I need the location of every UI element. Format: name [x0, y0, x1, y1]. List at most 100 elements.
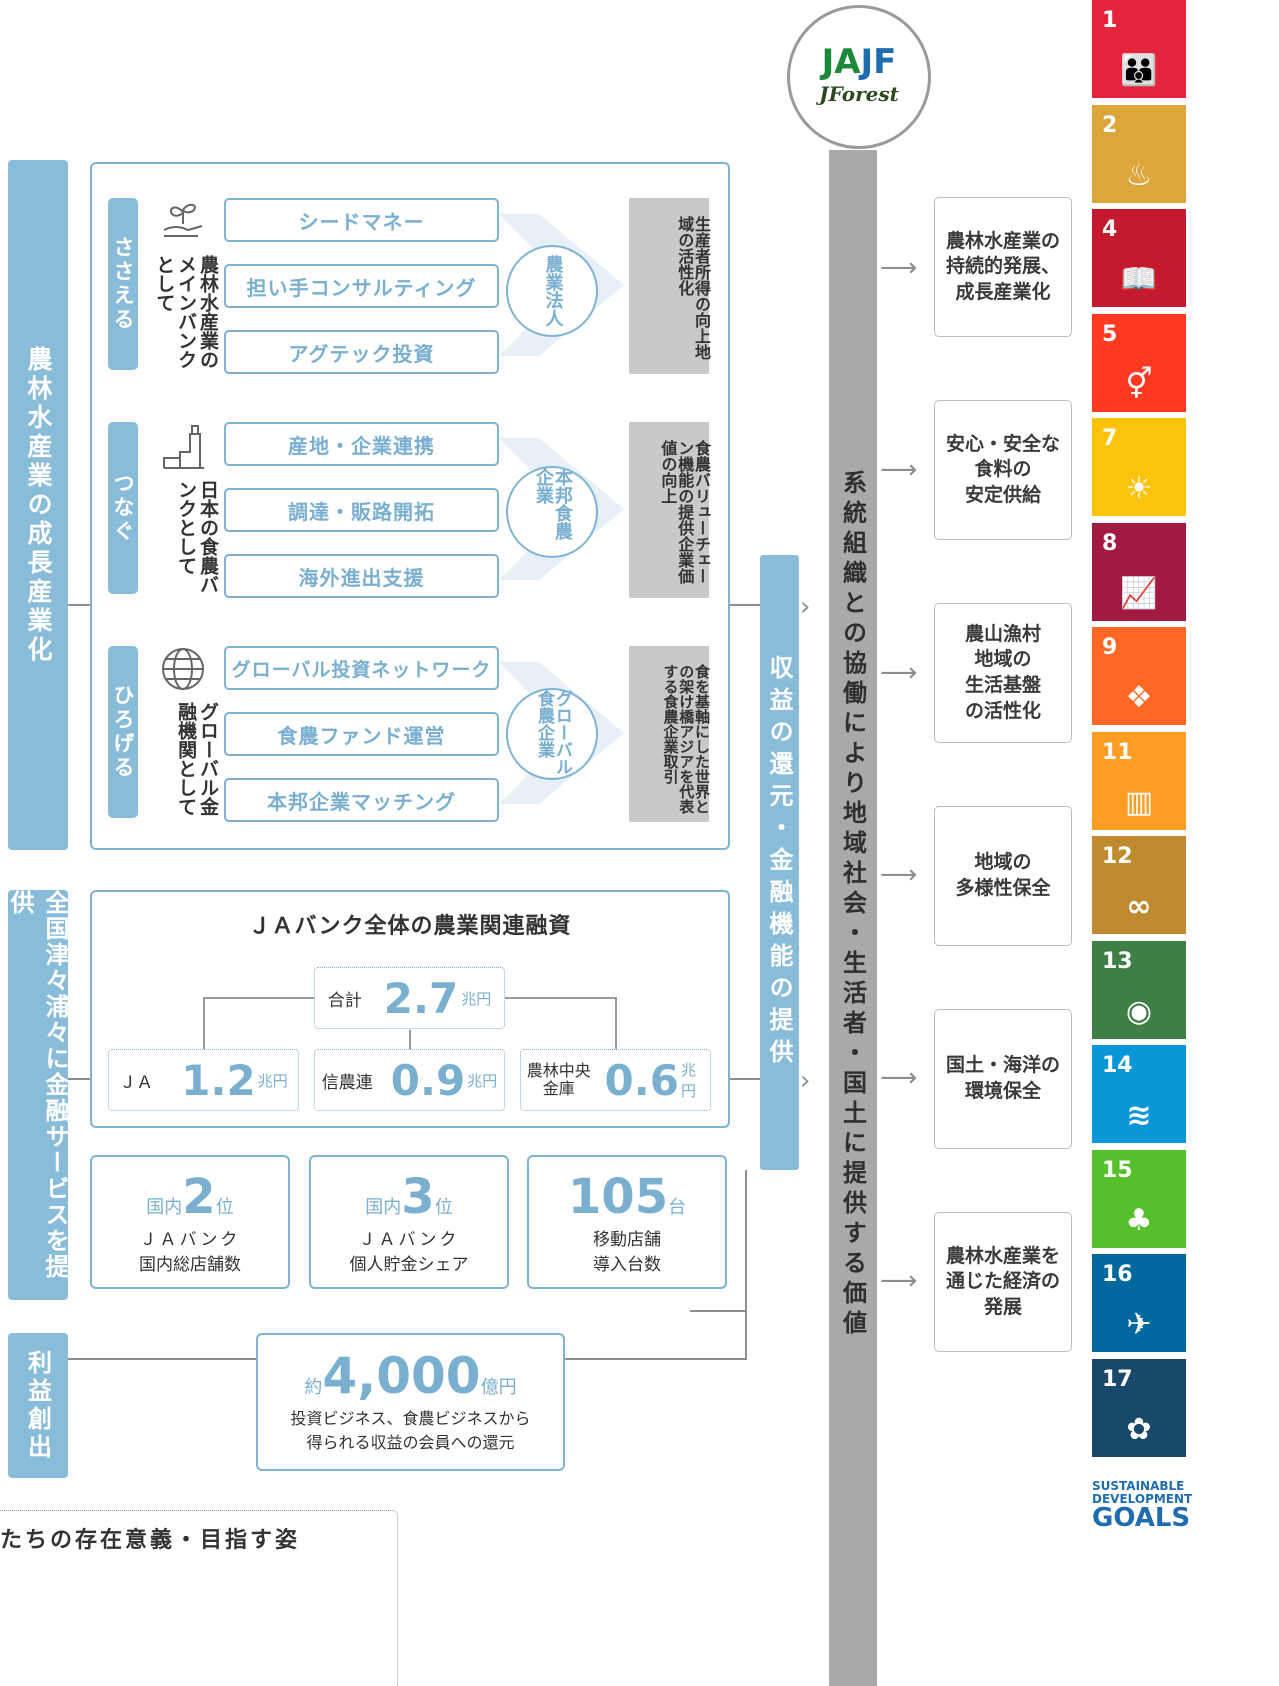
- arrow-right-icon: ›: [800, 592, 811, 622]
- globe-icon: [160, 646, 206, 692]
- sdg-goal-9: 9❖: [1092, 627, 1186, 725]
- norinchukin-box: 農林中央金庫 0.6 兆円: [520, 1049, 711, 1111]
- outcome-box: 地域の 多様性保全: [934, 806, 1072, 946]
- ja-bank-title: ＪＡバンク全体の農業関連融資: [248, 914, 572, 939]
- stat-box: 国内2位 ＪＡバンク 国内総店舗数: [90, 1155, 290, 1289]
- tree-line: [409, 1030, 411, 1049]
- total-box: 合計 2.7 兆円: [314, 967, 505, 1029]
- dove-icon: ✈: [1126, 1307, 1152, 1342]
- pill-matching: 本邦企業マッチング: [224, 778, 499, 822]
- sdg-goal-12: 12 ∞: [1092, 836, 1186, 934]
- total-unit: 兆円: [461, 989, 492, 1008]
- profit-desc: 投資ビジネス、食農ビジネスから: [290, 1409, 531, 1428]
- mission-caption-box: [0, 1510, 398, 1686]
- gender-icon: ⚥: [1125, 366, 1153, 402]
- role-label: グローバル金融機関として: [175, 702, 219, 816]
- cubes-icon: ❖: [1125, 680, 1153, 715]
- return-band: 収益の還元・金融機能の提供: [760, 555, 799, 1170]
- stat-desc: 国内総店舗数: [139, 1255, 241, 1275]
- flower-icon: ✿: [1126, 1411, 1152, 1447]
- profit-unit: 億円: [480, 1377, 517, 1398]
- sdg-logo: SUSTAINABLE DEVELOPMENT GOALS: [1092, 1480, 1193, 1570]
- infinity-icon: ∞: [1126, 889, 1152, 924]
- tree-line: [505, 997, 616, 999]
- arrow-right-icon: ⟶: [880, 1266, 918, 1296]
- profit-box: 約4,000億円 投資ビジネス、食農ビジネスから 得られる収益の会員への還元: [256, 1333, 565, 1471]
- value-band: 系統組織との協働により地域社会・生活者・国土に提供する価値: [829, 150, 877, 1686]
- shinnoren-label: 信農連: [321, 1072, 373, 1093]
- stat-value: 2: [182, 1169, 216, 1225]
- connector: [68, 1358, 256, 1360]
- sdg-goal-2: 2♨: [1092, 104, 1186, 203]
- ja-label: ＪＡ: [119, 1072, 154, 1093]
- stat-desc: 個人貯金シェア: [349, 1255, 469, 1275]
- connector: [690, 1310, 745, 1312]
- pill-agtech: アグテック投資: [224, 330, 499, 374]
- people-icon: 👪: [1120, 53, 1158, 88]
- sdg-number: 7: [1102, 426, 1118, 451]
- target-circle: 農業法人: [506, 245, 598, 337]
- connector: [745, 1170, 747, 1360]
- outcome-box: 農山漁村 地域の 生活基盤 の活性化: [934, 603, 1072, 743]
- arrow-right-icon: ⟶: [880, 860, 918, 890]
- tab-tsunagu: つなぐ: [108, 422, 138, 594]
- norinchukin-value: 0.6: [604, 1055, 679, 1105]
- sdg-logo-line: DEVELOPMENT: [1092, 1491, 1193, 1506]
- outcome-box: 安心・安全な 食料の 安定供給: [934, 400, 1072, 540]
- stat-desc: 導入台数: [593, 1255, 661, 1275]
- connector: [68, 1078, 90, 1080]
- role-label: 農林水産業のメインバンクとして: [153, 255, 219, 369]
- sdg-goal-14: 14≋: [1092, 1045, 1186, 1143]
- norinchukin-label: 農林中央金庫: [526, 1060, 591, 1098]
- sdg-goal-13: 13 ◉: [1092, 940, 1186, 1039]
- arrow-right-icon: ⟶: [880, 658, 918, 688]
- connector: [565, 1358, 745, 1360]
- pill-consulting: 担い手コンサルティング: [224, 264, 499, 308]
- tree-line: [203, 997, 205, 1049]
- sdg-goal-8: 8📈: [1092, 522, 1186, 621]
- outcome-box: 国土・海洋の 環境保全: [934, 1009, 1072, 1149]
- result-box: 生産者所得の向上地域の活性化: [629, 198, 711, 374]
- pill-seed-money: シードマネー: [224, 198, 499, 242]
- stat-value: 3: [401, 1169, 435, 1225]
- jforest-logo: JForest: [819, 82, 899, 106]
- sdg-number: 16: [1102, 1262, 1133, 1287]
- stat-desc: 移動店舗: [593, 1230, 661, 1250]
- sdg-number: 9: [1102, 635, 1118, 660]
- ja-value: 1.2: [181, 1055, 256, 1105]
- stat-desc: ＪＡバンク: [139, 1230, 241, 1250]
- sdg-number: 13: [1102, 948, 1133, 974]
- factory-icon: [160, 424, 208, 472]
- pill-kaigai: 海外進出支援: [224, 554, 499, 598]
- sdg-goal-1: 1👪: [1092, 0, 1186, 98]
- stat-value: 105: [567, 1169, 669, 1225]
- role-label: 日本の食農バンクとして: [175, 480, 219, 594]
- outcome-box: 農林水産業を 通じた経済の 発展: [934, 1212, 1072, 1352]
- outcome-box: 農林水産業の 持続的発展、 成長産業化: [934, 197, 1072, 337]
- ja-unit: 兆円: [257, 1071, 288, 1090]
- profit-desc: 得られる収益の会員への還元: [306, 1433, 515, 1452]
- stat-unit: 位: [215, 1197, 234, 1218]
- city-icon: ▥: [1124, 784, 1154, 820]
- sdg-number: 17: [1102, 1366, 1133, 1392]
- stat-prefix: 国内: [365, 1197, 402, 1218]
- norinchukin-unit: 兆円: [680, 1061, 696, 1100]
- shinnoren-box: 信農連 0.9 兆円: [314, 1049, 505, 1111]
- pill-chotatsu: 調達・販路開拓: [224, 488, 499, 532]
- connector: [68, 604, 90, 606]
- sun-icon: ☀: [1125, 471, 1153, 506]
- sdg-goal-5: 5⚥: [1092, 313, 1186, 412]
- sdg-goal-7: 7☀: [1092, 418, 1186, 516]
- ja-box: ＪＡ 1.2 兆円: [108, 1049, 299, 1111]
- shinnoren-value: 0.9: [390, 1055, 466, 1105]
- arrow-right-icon: ›: [800, 1066, 811, 1096]
- sdg-number: 4: [1102, 217, 1118, 242]
- pill-global-network: グローバル投資ネットワーク: [224, 646, 499, 690]
- pill-sanchi: 産地・企業連携: [224, 422, 499, 466]
- sdg-goal-4: 4📖: [1092, 209, 1186, 307]
- eye-globe-icon: ◉: [1125, 993, 1153, 1029]
- sdg-goal-11: 11▥: [1092, 731, 1186, 830]
- book-icon: 📖: [1120, 262, 1158, 297]
- growth-icon: 📈: [1120, 575, 1158, 611]
- sdg-number: 12: [1102, 844, 1133, 869]
